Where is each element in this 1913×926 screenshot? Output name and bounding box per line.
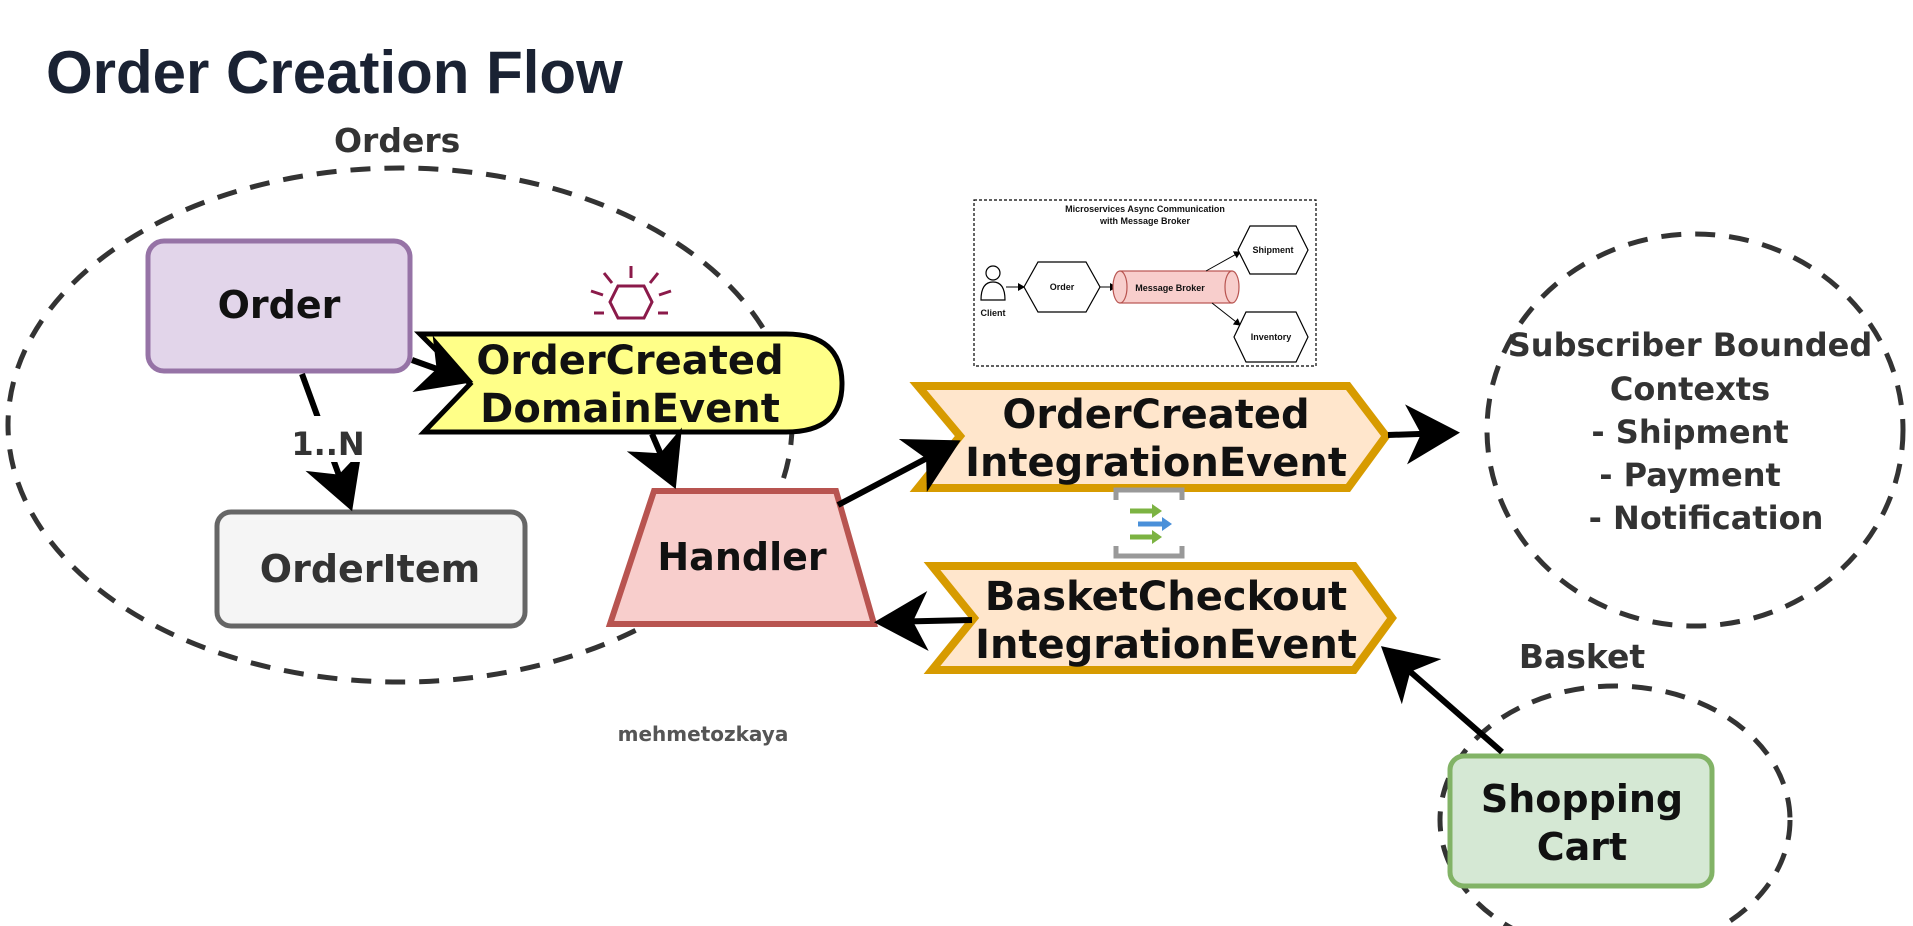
domain-event-line2: DomainEvent (480, 386, 780, 432)
orderitem-entity-label: OrderItem (260, 547, 480, 591)
subscriber-item-notification: - Notification (1589, 499, 1824, 537)
inset-inventory-hexagon (1233, 311, 1309, 363)
subscriber-item-payment: - Payment (1599, 456, 1781, 494)
inset-order-hexagon (1023, 261, 1101, 313)
inset-title-line2: with Message Broker (1099, 216, 1191, 226)
basket-context-boundary (1437, 683, 1793, 926)
page-title: Order Creation Flow (46, 39, 623, 106)
domain-event-to-handler-edge (626, 427, 682, 490)
shopping-cart-box[interactable] (1447, 753, 1715, 889)
inset-inventory-label: Inventory (1251, 332, 1292, 342)
order-created-integration-event-shape[interactable] (909, 382, 1391, 492)
order-entity-box[interactable] (145, 238, 413, 374)
orderitem-entity-box[interactable] (214, 509, 528, 629)
domain-event-line1: OrderCreated (476, 338, 783, 384)
inset-shipment-hexagon (1237, 225, 1309, 275)
subscriber-item-shipment: - Shipment (1591, 413, 1788, 451)
basket-checkout-integration-line2: IntegrationEvent (975, 622, 1357, 668)
author-watermark: mehmetozkaya (618, 722, 789, 746)
domain-event-shape[interactable] (413, 331, 845, 435)
order-created-integration-line1: OrderCreated (1002, 392, 1309, 438)
event-bus-icon (1113, 487, 1185, 559)
client-person-icon (980, 265, 1006, 301)
handler-to-integration-event-edge (836, 439, 961, 508)
multiplicity-label: 1..N (291, 425, 364, 463)
inset-client-label: Client (980, 308, 1005, 318)
inset-title-line1: Microservices Async Communication (1065, 204, 1225, 214)
orders-context-label: Orders (334, 121, 460, 160)
basket-context-label: Basket (1519, 637, 1646, 676)
order-to-domain-event-edge (410, 335, 474, 393)
subscriber-contexts-title-line2: Contexts (1610, 370, 1770, 408)
order-entity-label: Order (218, 283, 341, 327)
basket-checkout-integration-event-shape[interactable] (923, 562, 1397, 674)
inset-broker-label: Message Broker (1135, 283, 1205, 293)
inset-shipment-label: Shipment (1252, 245, 1293, 255)
basket-checkout-integration-line1: BasketCheckout (985, 574, 1347, 620)
multiplicity-label-bg (280, 416, 370, 462)
subscriber-contexts-boundary (1484, 231, 1906, 629)
broker-inset-diagram: Microservices Async Communication with M… (973, 199, 1317, 367)
basket-checkout-to-handler-edge (874, 591, 973, 652)
shopping-cart-to-basket-checkout-edge (1380, 646, 1504, 755)
event-bulb-icon (590, 266, 672, 320)
shopping-cart-line2: Cart (1537, 825, 1627, 869)
integration-event-to-subscribers-edge (1387, 404, 1460, 465)
subscriber-contexts-title-line1: Subscriber Bounded (1508, 326, 1872, 364)
handler-shape[interactable] (605, 488, 878, 627)
inset-order-label: Order (1050, 282, 1075, 292)
handler-label: Handler (657, 535, 826, 579)
inset-broker-cylinder (1112, 270, 1240, 304)
shopping-cart-line1: Shopping (1481, 777, 1683, 821)
order-created-integration-line2: IntegrationEvent (965, 440, 1347, 486)
